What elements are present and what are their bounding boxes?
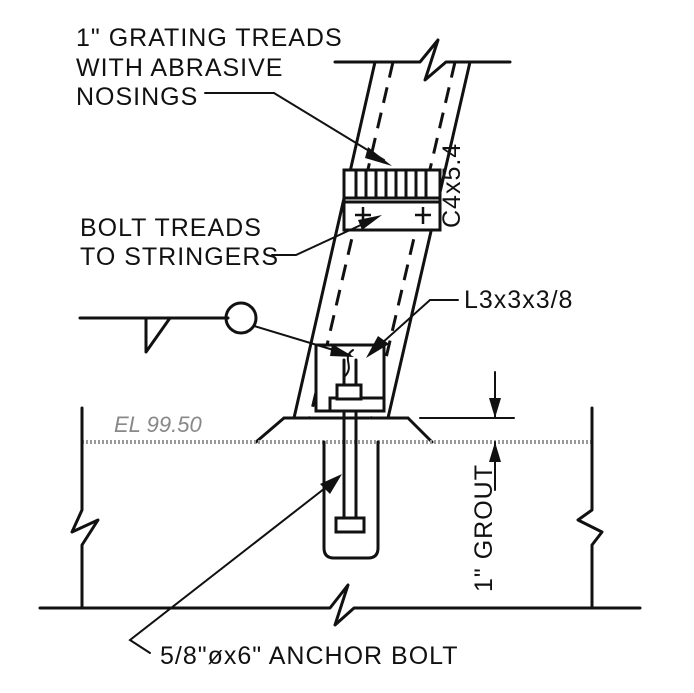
stringer-left-edge — [292, 60, 377, 420]
anchor-nut — [335, 383, 363, 401]
stringer-right-edge — [386, 60, 472, 420]
grout-label: 1" GROUT — [470, 464, 498, 592]
foundation-bottom-break-line — [38, 583, 642, 627]
angle-leader-line — [371, 299, 459, 353]
grating-leader-line — [204, 92, 385, 161]
angle-leader-arrowhead — [366, 336, 389, 358]
stringer-hidden-line-left — [308, 61, 395, 419]
weld-leader-arrowhead — [330, 344, 354, 357]
bolt-label-line1: BOLT TREADS — [80, 214, 262, 242]
foundation-left-edge — [70, 406, 100, 610]
grating-bars — [354, 170, 428, 198]
grating-label-line1: 1" GRATING TREADS — [76, 24, 343, 52]
elevation-label: EL 99.50 — [114, 412, 202, 437]
weld-all-around-circle — [224, 301, 258, 335]
bolt-leader-arrowhead — [358, 215, 382, 230]
anchor-bolt-bottom-nut — [334, 516, 366, 534]
stringer-top-break-line — [333, 38, 512, 82]
weld-symbol-mark — [344, 349, 354, 377]
angle-label: L3x3x3/8 — [464, 286, 573, 314]
tread-bolt-marks — [355, 207, 431, 224]
bolt-leader-line — [271, 217, 377, 256]
anchor-leader-arrowhead — [320, 474, 342, 494]
bolt-label-line2: TO STRINGERS — [80, 243, 279, 271]
weld-fillet-symbol — [144, 316, 172, 354]
stringer-hidden-line-right — [370, 61, 457, 419]
anchor-leader-line — [128, 477, 339, 654]
grout-dim-arrowhead-bottom — [489, 442, 501, 462]
grating-label-line3: NOSINGS — [76, 83, 198, 111]
grout-dim-arrowhead-top — [489, 398, 501, 418]
anchor-bolt-pocket — [322, 440, 380, 560]
grating-label-line2: WITH ABRASIVE — [76, 54, 283, 82]
anchor-label: 5/8"øx6" ANCHOR BOLT — [160, 642, 458, 670]
channel-label: C4x5.4 — [438, 143, 466, 228]
grating-leader-arrowhead — [365, 147, 392, 166]
foundation-right-edge — [576, 406, 604, 610]
